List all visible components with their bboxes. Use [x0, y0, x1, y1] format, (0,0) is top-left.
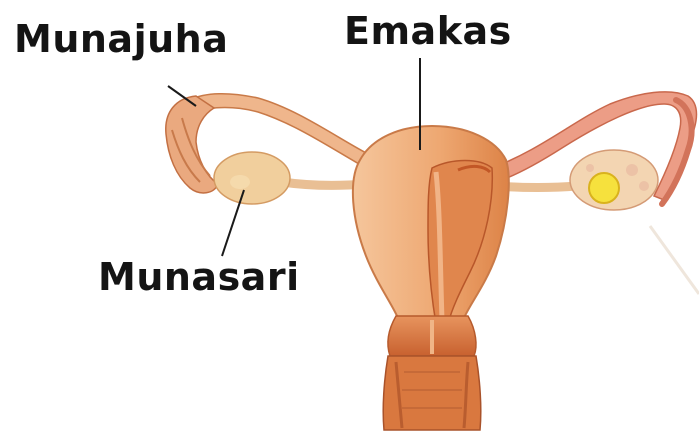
label-uterus: Emakas	[344, 12, 512, 50]
right-ovary-follicle	[589, 173, 619, 203]
label-fallopian-tube: Munajuha	[14, 20, 228, 58]
left-ovary	[214, 152, 290, 204]
left-fallopian-tube	[190, 94, 372, 168]
faint-guide-line	[650, 226, 699, 294]
label-ovary: Munasari	[98, 258, 300, 296]
